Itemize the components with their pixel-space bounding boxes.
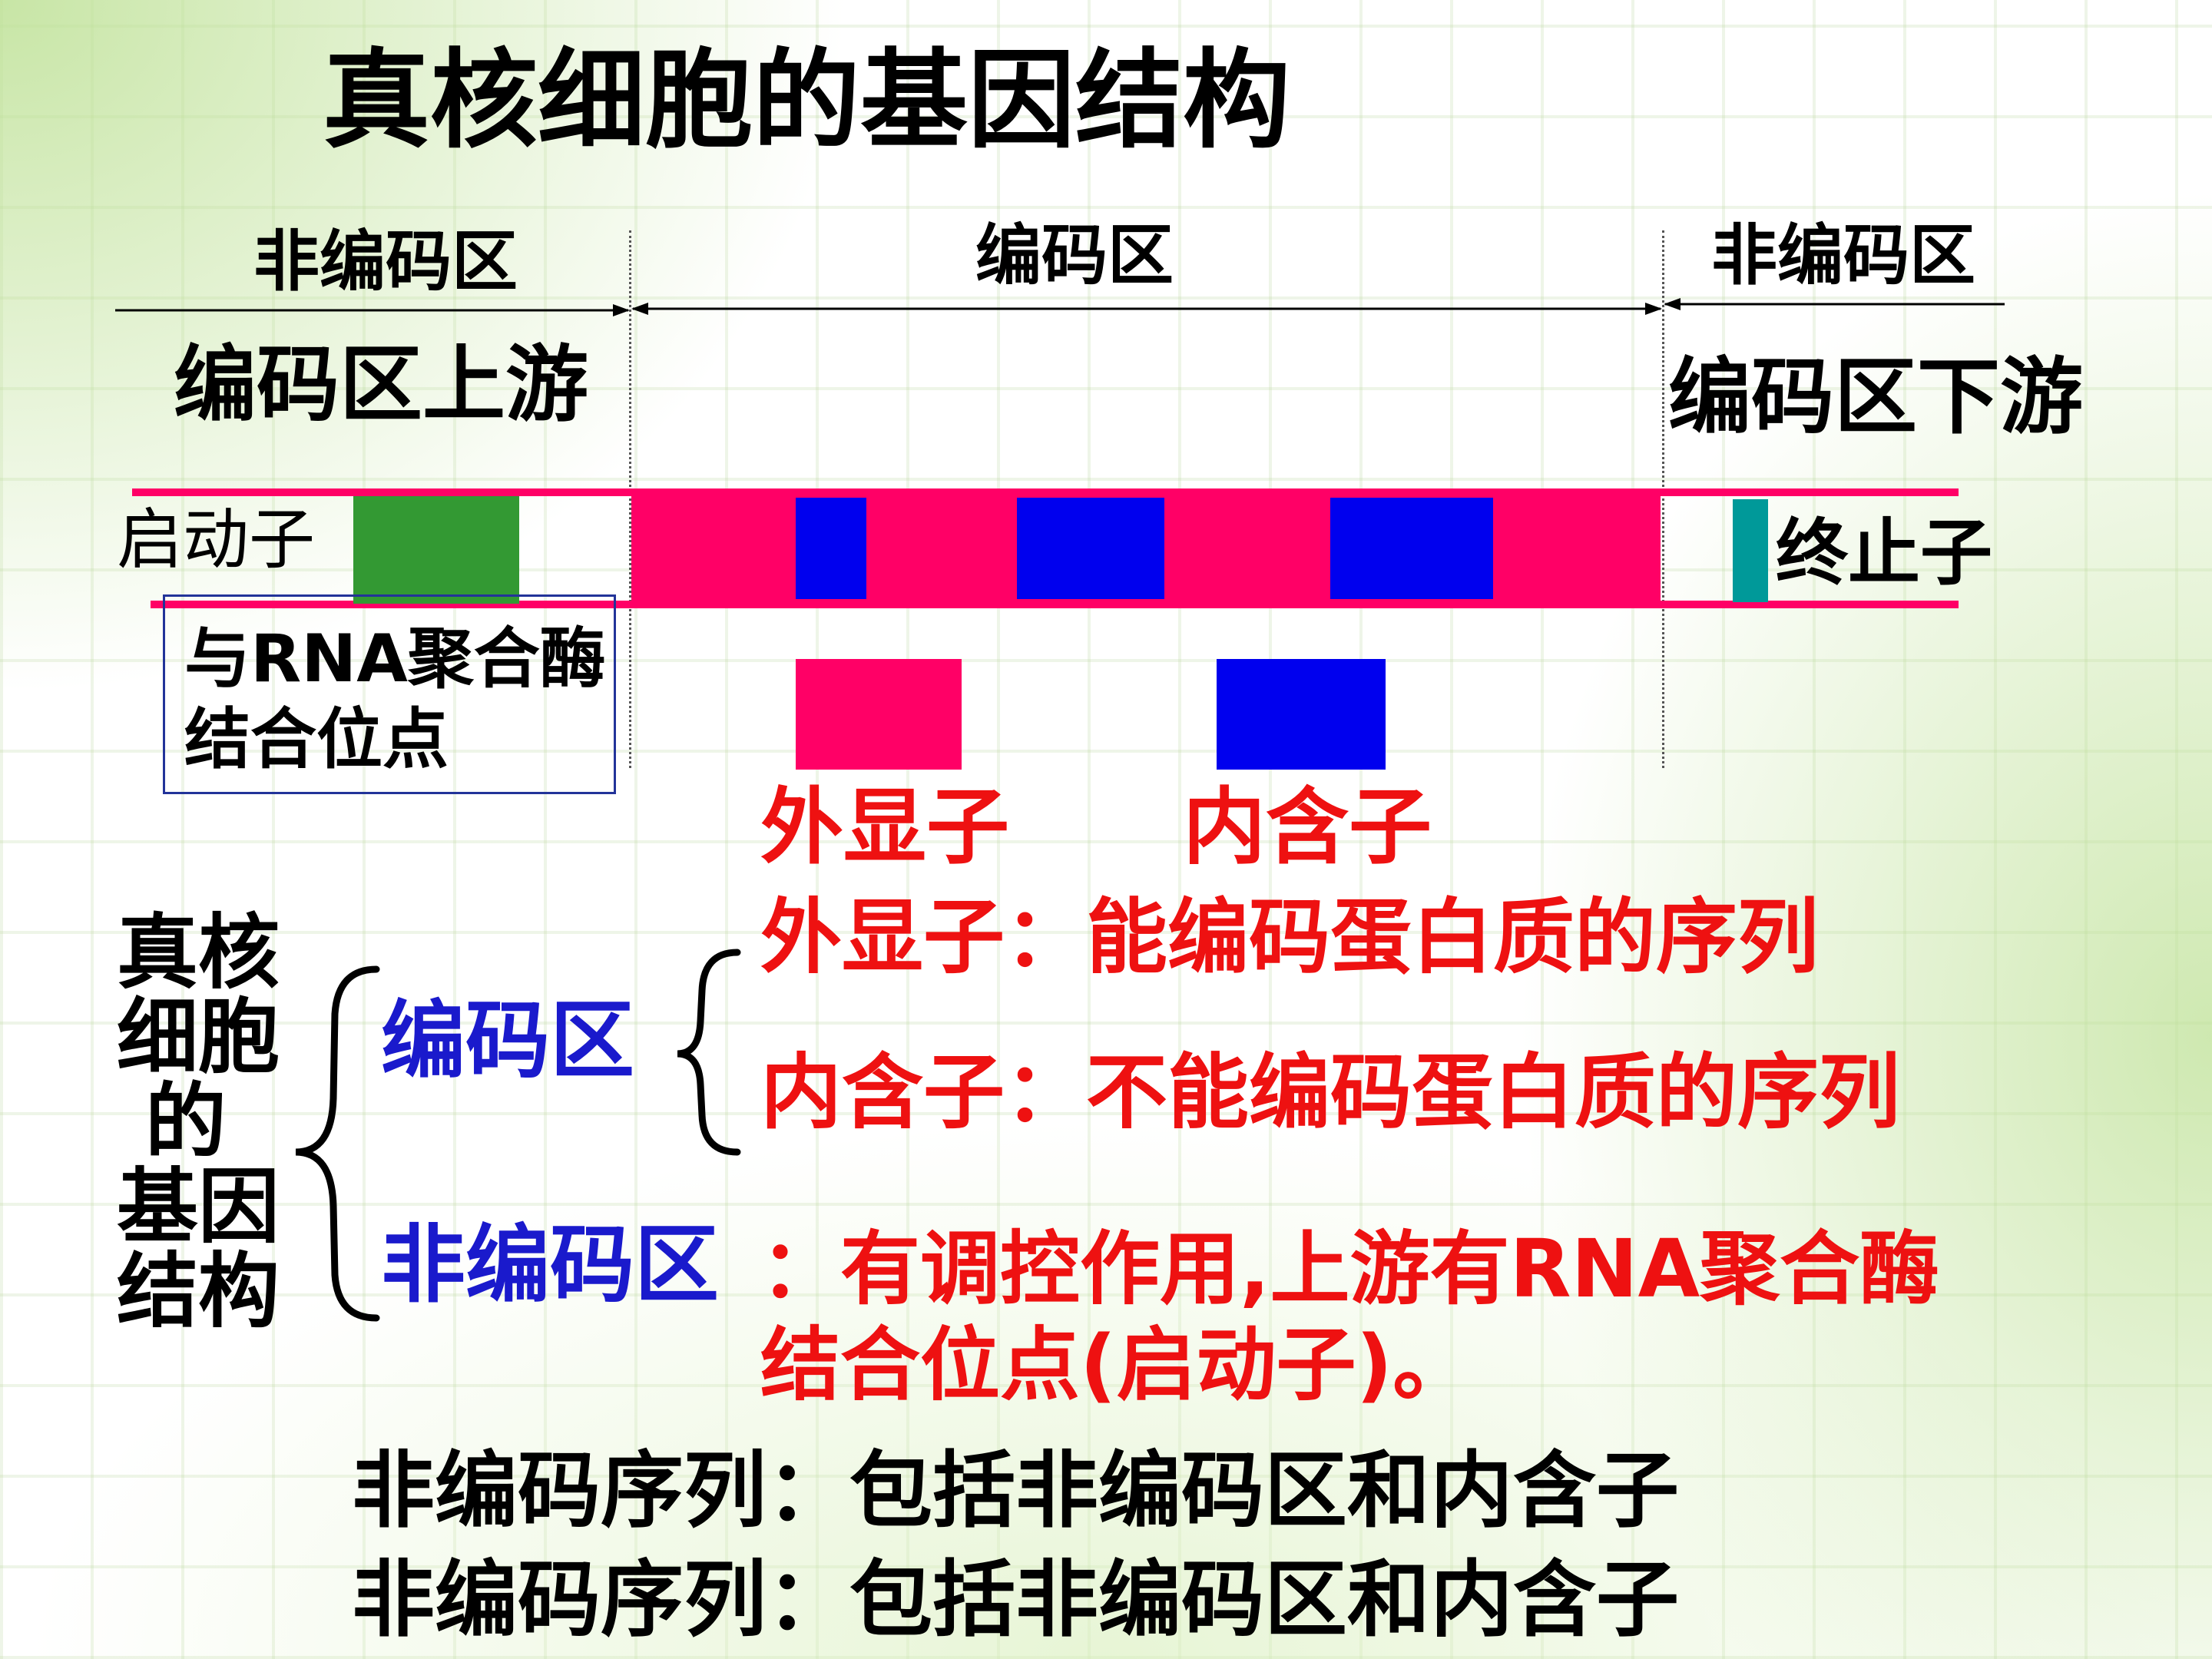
summary-noncoding-label: 非编码区 <box>381 1216 719 1314</box>
boundary-line-right <box>1662 230 1664 768</box>
promoter-label: 启动子 <box>117 502 315 578</box>
region-arrows <box>115 298 2005 316</box>
upstream-label: 编码区上游 <box>174 337 589 433</box>
outer-brace <box>295 965 380 1322</box>
summary-intron-definition: 内含子：不能编码蛋白质的序列 <box>760 1045 1900 1140</box>
region-label-left: 非编码区 <box>253 224 518 300</box>
summary-root-label: 真核 细胞 的 基因 结构 <box>117 906 280 1339</box>
summary-exon-definition: 外显子：能编码蛋白质的序列 <box>760 890 1819 985</box>
binding-site-box <box>163 594 616 794</box>
footer-line-1: 非编码序列：包括非编码区和内含子 <box>352 1443 1680 1539</box>
promoter-block <box>353 496 519 604</box>
region-label-right: 非编码区 <box>1711 217 1975 294</box>
binding-site-label: 与RNA聚合酶 结合位点 <box>184 621 606 778</box>
boundary-line-left <box>629 230 631 768</box>
summary-noncoding-definition: ：有调控作用,上游有RNA聚合酶 结合位点(启动子)。 <box>760 1222 1940 1412</box>
intron-block-2 <box>1017 498 1164 599</box>
summary-coding-label: 编码区 <box>381 992 634 1090</box>
terminator-label: 终止子 <box>1776 512 1993 595</box>
terminator-block <box>1733 499 1768 602</box>
intron-block-3 <box>1330 498 1493 599</box>
slide-title: 真核细胞的基因结构 <box>323 38 1291 164</box>
downstream-label: 编码区下游 <box>1668 349 2084 445</box>
intron-block-1 <box>796 498 866 599</box>
footer-line-2: 非编码序列：包括非编码区和内含子 <box>352 1552 1680 1648</box>
legend-intron-swatch <box>1217 659 1386 770</box>
inner-brace <box>677 949 741 1156</box>
legend-exon-label: 外显子 <box>760 780 1010 876</box>
region-label-middle: 编码区 <box>975 217 1174 294</box>
legend-exon-swatch <box>796 659 962 770</box>
legend-intron-label: 内含子 <box>1183 780 1432 876</box>
